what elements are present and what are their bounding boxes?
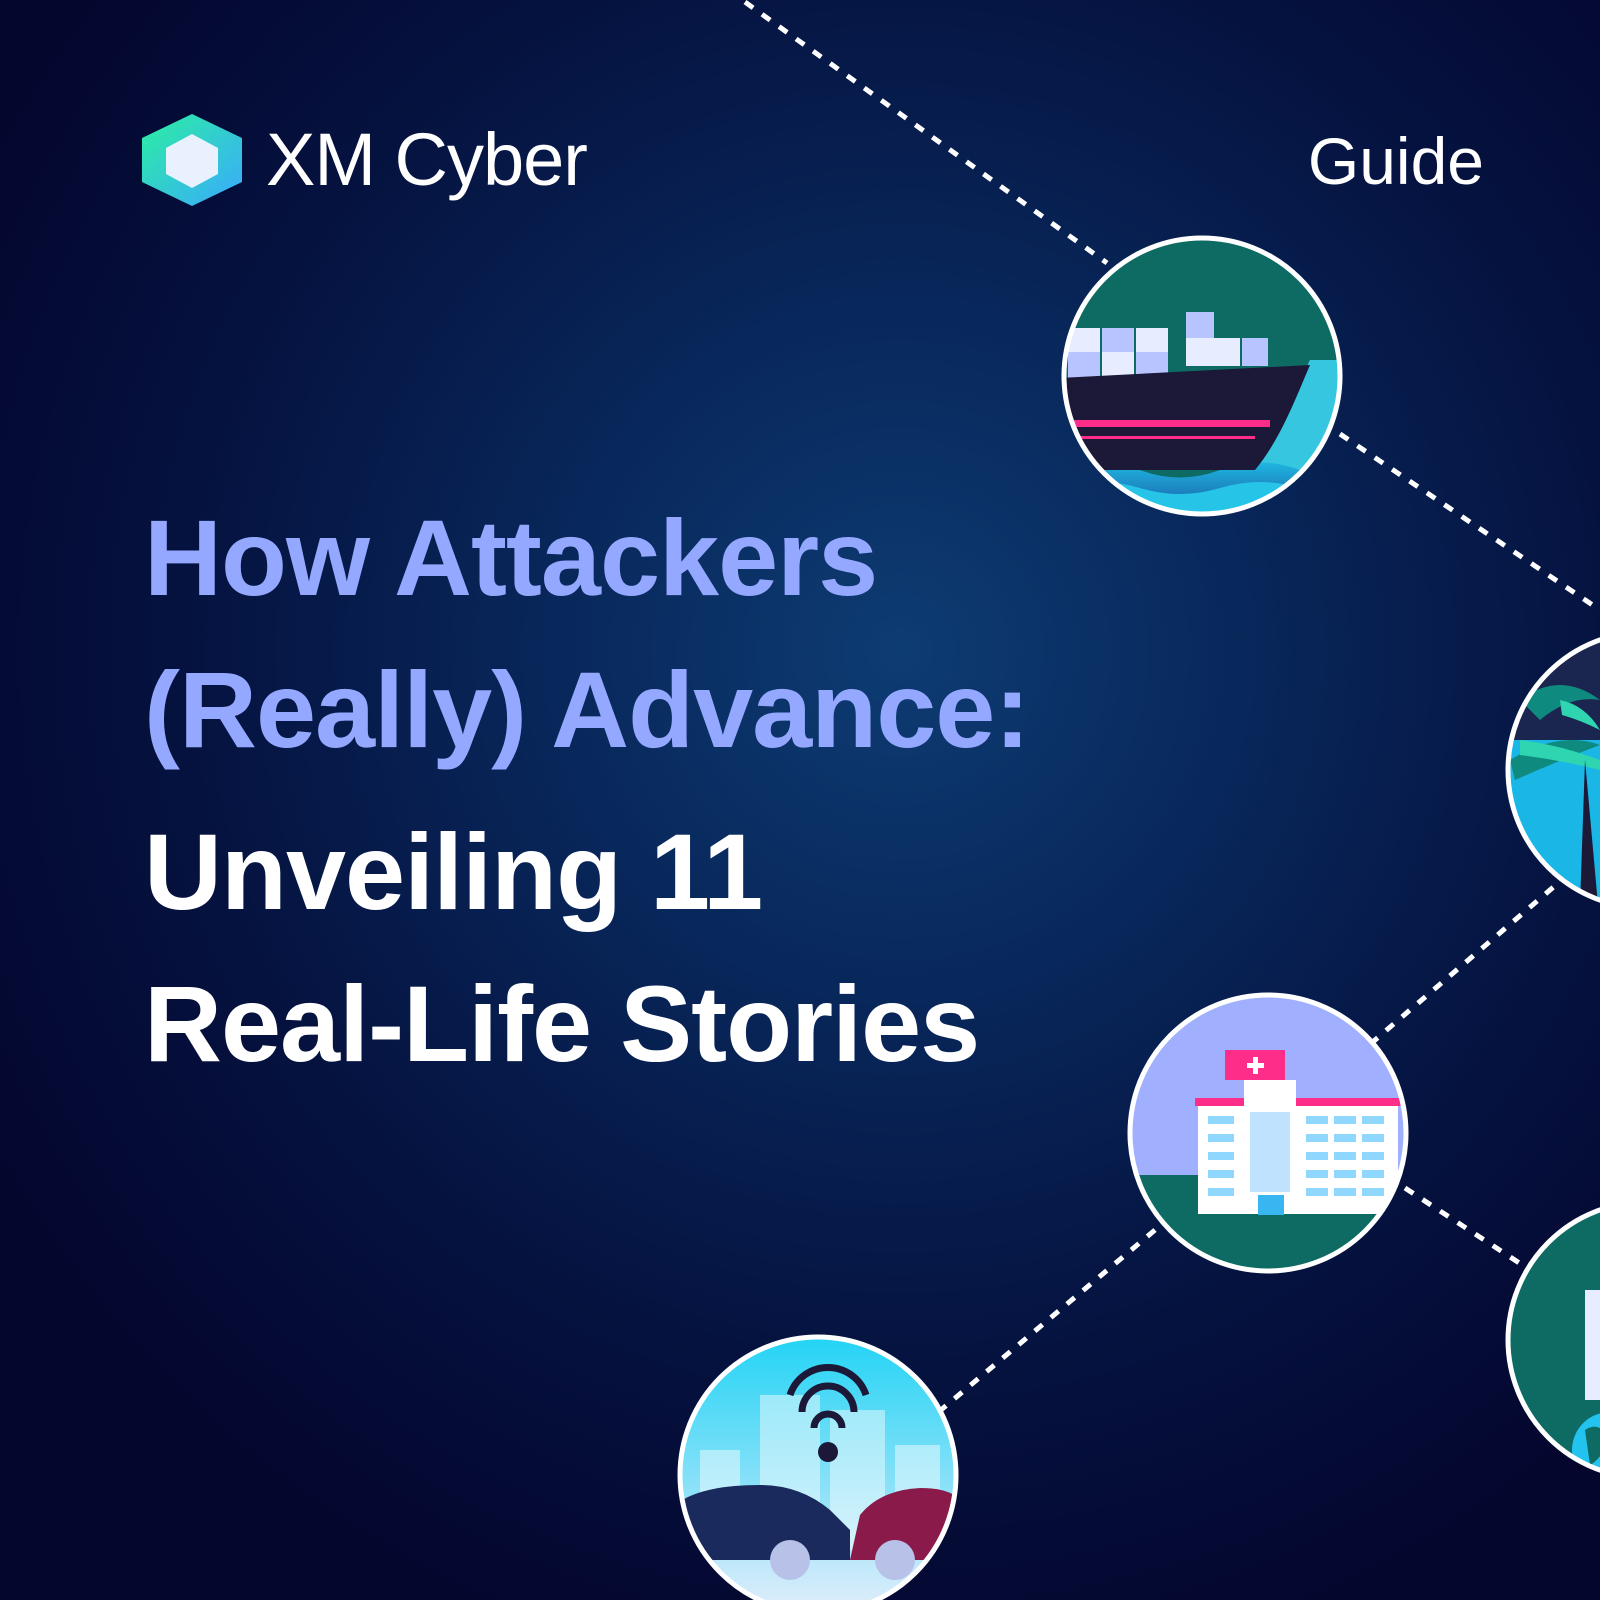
headline-line-2: (Really) Advance: (144, 649, 1030, 770)
headline-line-4: Real-Life Stories (144, 963, 980, 1084)
hexagon-logo-icon (142, 114, 242, 206)
headline-line-1: How Attackers (144, 497, 878, 618)
smart-city-cars-icon (677, 1334, 959, 1600)
palm-tree-icon (1505, 632, 1600, 908)
brand-name: XM Cyber (266, 118, 588, 201)
cargo-ship-icon (1061, 235, 1343, 517)
hospital-icon (1127, 992, 1409, 1274)
headline-line-3: Unveiling 11 (144, 811, 763, 932)
headline: How Attackers (Really) Advance: Unveilin… (144, 482, 1030, 1100)
globe-icon (1505, 1202, 1600, 1478)
document-type-label: Guide (1307, 124, 1484, 198)
brand-logo[interactable]: XM Cyber (138, 112, 588, 208)
dotted-connectors (743, 0, 1600, 1417)
